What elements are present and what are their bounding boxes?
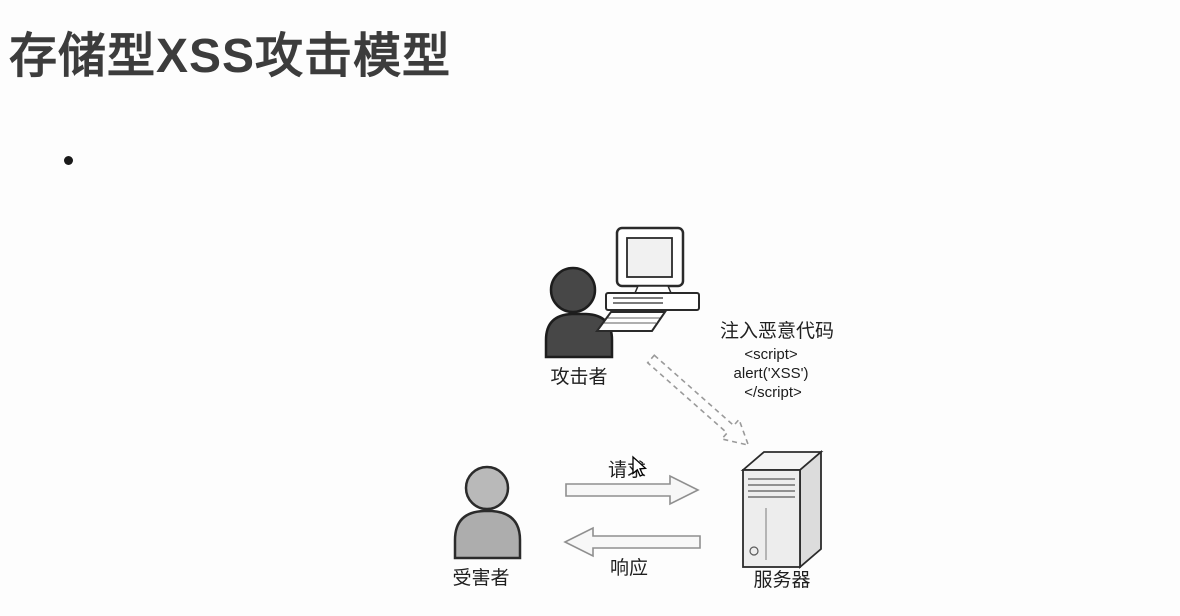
inject-code-line-1: <script> [744,346,798,363]
server-label: 服务器 [753,569,810,591]
inject-arrow [646,354,750,447]
computer-icon [595,226,700,332]
request-arrow [565,474,700,506]
attacker-figure [544,266,614,359]
victim-label: 受害者 [452,567,509,589]
page-title: 存储型XSS攻击模型 [9,30,452,83]
victim-figure [453,465,522,560]
bullet-marker [64,156,73,165]
inject-code-line-2: alert('XSS') [734,365,809,382]
inject-label: 注入恶意代码 [720,320,834,342]
response-label: 响应 [610,557,648,579]
response-arrow [563,526,701,558]
server-icon [740,450,824,569]
attacker-label: 攻击者 [550,366,607,388]
mouse-cursor-icon [632,455,648,477]
inject-code-line-3: </script> [744,384,802,401]
